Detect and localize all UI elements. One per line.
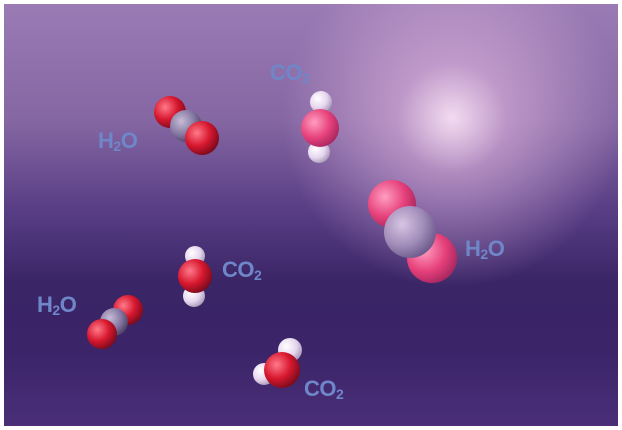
molecule-bottom xyxy=(253,338,302,388)
molecule-topleft xyxy=(154,96,219,155)
molecule-right xyxy=(368,180,457,283)
molecules-layer xyxy=(87,91,457,388)
molecule-scene: CO2 H2O H2O CO2 H2O CO2 xyxy=(4,4,618,426)
molecule-bottomleft xyxy=(87,295,143,349)
label-co2-top: CO2 xyxy=(270,60,310,86)
label-co2-bottom: CO2 xyxy=(304,376,344,402)
molecule-middle xyxy=(178,246,212,307)
label-co2-middle: CO2 xyxy=(222,257,262,283)
label-h2o-bottomleft: H2O xyxy=(37,292,77,318)
label-h2o-right: H2O xyxy=(465,236,505,262)
molecule-topcenter xyxy=(301,91,339,163)
label-h2o-topleft: H2O xyxy=(98,128,138,154)
